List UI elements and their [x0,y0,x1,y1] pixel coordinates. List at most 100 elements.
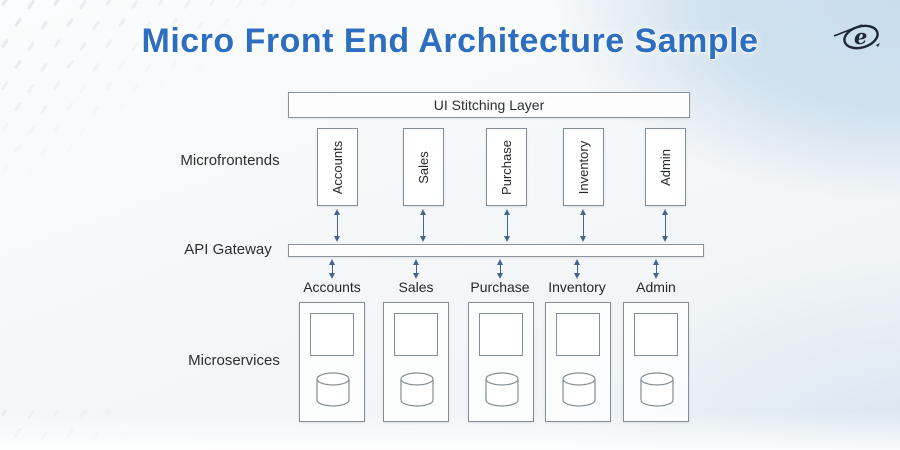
bidirectional-arrow-icon [573,259,582,279]
service-label-inventory: Inventory [548,279,606,295]
dash-decoration [52,0,62,7]
database-icon [640,372,674,407]
label-api-gateway: API Gateway [184,241,272,258]
database-icon [562,372,596,407]
microfrontend-label: Admin [657,148,673,186]
dash-decoration [52,122,62,133]
bidirectional-arrow-icon [333,209,342,242]
dash-decoration [39,146,49,157]
arrow-line [665,213,666,238]
dash-decoration [78,410,88,420]
arrow-line [332,263,333,275]
microservice-box-purchase [468,302,534,422]
dash-decoration [52,80,62,91]
dash-pattern-bottomleft [0,410,150,450]
ui-stitching-layer-label: UI Stitching Layer [433,97,545,113]
dash-decoration [39,104,49,115]
dash-decoration [0,164,10,175]
dash-decoration [117,59,127,70]
dash-decoration [0,410,10,417]
dash-decoration [156,0,166,7]
dash-decoration [91,62,101,73]
dash-decoration [26,125,36,136]
microfrontend-box-sales: Sales [403,128,444,206]
bidirectional-arrow-icon [496,259,505,279]
dash-decoration [104,0,114,7]
microfrontend-box-purchase: Purchase [486,128,527,206]
dash-decoration [156,80,166,91]
dash-decoration [104,410,114,417]
dash-decoration [0,122,10,133]
arrow-line [416,263,417,275]
api-gateway-bar [288,244,704,257]
dash-decoration [13,143,23,154]
dash-decoration [65,59,75,70]
microfrontend-label: Purchase [499,139,515,195]
dash-decoration [65,101,75,112]
microfrontend-box-accounts: Accounts [317,128,358,206]
dash-decoration [286,0,296,10]
dash-decoration [78,83,88,94]
dash-decoration [26,0,36,10]
dash-decoration [117,101,127,112]
bidirectional-arrow-icon [579,209,588,242]
dash-decoration [0,0,10,7]
service-label-purchase: Purchase [470,279,530,295]
label-microfrontends: Microfrontends [180,152,280,169]
arrow-line [577,263,578,275]
dash-decoration [27,168,35,178]
dash-decoration [52,410,62,417]
dash-decoration [91,430,101,441]
microservice-box-accounts [299,302,365,422]
label-microservices: Microservices [188,352,280,369]
dash-decoration [234,0,244,10]
arrow-line [423,213,424,238]
dash-decoration [182,0,192,10]
dash-decoration [130,0,140,10]
database-icon [485,372,519,407]
dash-decoration [65,143,75,154]
dash-decoration [0,80,10,91]
svg-text:e: e [854,24,867,49]
microservice-box-sales [383,302,449,422]
dash-decoration [118,428,126,438]
microservice-box-admin [623,302,689,422]
arrow-line [337,213,338,238]
dash-decoration [104,80,114,91]
microfrontend-box-inventory: Inventory [563,128,604,206]
database-icon [400,372,434,407]
dash-decoration [13,101,23,112]
dash-decoration [39,430,49,441]
microfrontend-label: Accounts [330,140,346,194]
microservice-box-inventory [545,302,611,422]
service-label-sales: Sales [398,279,434,295]
microfrontend-label: Inventory [576,140,592,194]
dash-decoration [78,125,88,136]
dash-decoration [143,62,153,73]
arrow-line [507,213,508,238]
dash-decoration [13,59,23,70]
service-component-square [556,313,600,356]
service-label-accounts: Accounts [303,279,361,295]
bidirectional-arrow-icon [652,259,661,279]
dash-decoration [78,0,88,10]
service-label-admin: Admin [636,279,676,295]
dash-decoration [91,104,101,115]
bidirectional-arrow-icon [328,259,337,279]
dash-decoration [13,427,23,438]
dash-decoration [26,410,36,420]
dash-decoration [260,0,270,7]
arrow-line [656,263,657,275]
service-component-square [394,313,438,356]
ui-stitching-layer-box: UI Stitching Layer [288,92,690,118]
bidirectional-arrow-icon [503,209,512,242]
dash-decoration [169,59,179,70]
microfrontend-box-admin: Admin [645,128,686,206]
arrow-line [583,213,584,238]
dash-decoration [65,427,75,438]
arrow-line [500,263,501,275]
dash-decoration [130,83,140,94]
database-icon [316,372,350,407]
bidirectional-arrow-icon [412,259,421,279]
